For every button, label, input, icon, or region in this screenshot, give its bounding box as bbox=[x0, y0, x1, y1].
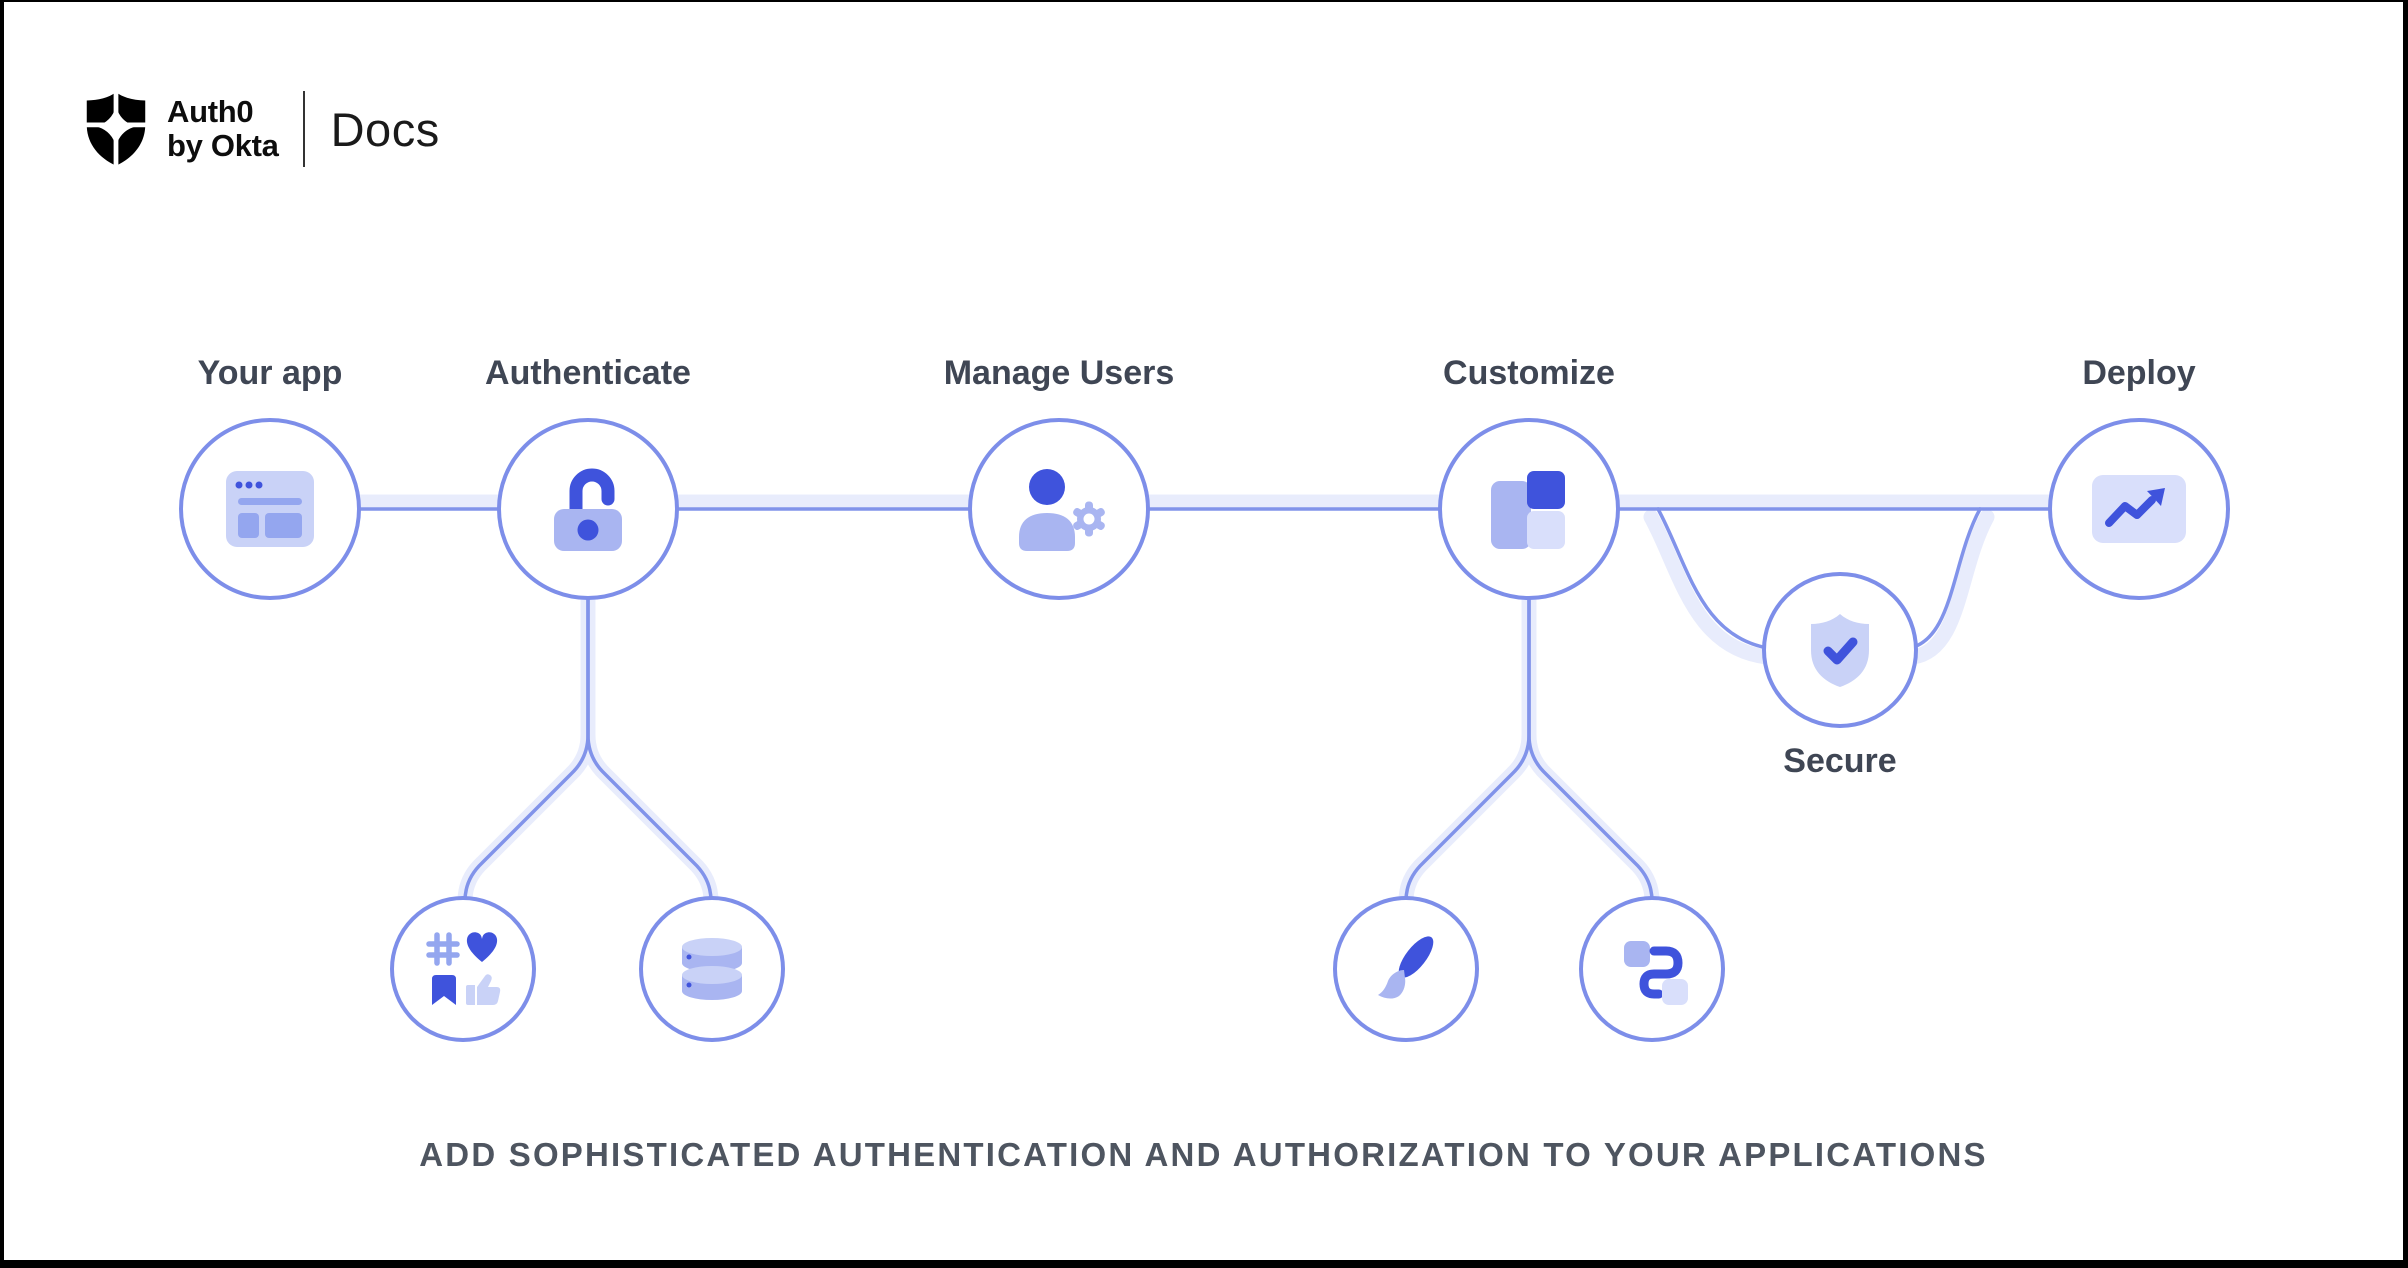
node-authenticate bbox=[497, 418, 679, 600]
page-tagline: ADD SOPHISTICATED AUTHENTICATION AND AUT… bbox=[419, 1136, 1988, 1173]
auth0-shield-icon[interactable] bbox=[82, 86, 150, 172]
auth0-wordmark[interactable]: Auth0 by Okta bbox=[167, 95, 279, 163]
social-engagement-icon bbox=[426, 932, 501, 1005]
shield-check-icon bbox=[1811, 614, 1869, 687]
node-label-secure: Secure bbox=[1783, 742, 1897, 780]
node-label-manage-users: Manage Users bbox=[943, 354, 1175, 392]
node-label-deploy: Deploy bbox=[2082, 354, 2196, 392]
database-icon bbox=[682, 938, 742, 1000]
layout-blocks-icon bbox=[1491, 471, 1565, 549]
subnode-social-login bbox=[390, 896, 536, 1042]
node-secure bbox=[1762, 572, 1918, 728]
browser-window-icon bbox=[226, 471, 314, 547]
user-gear-icon bbox=[1019, 469, 1105, 551]
node-label-authenticate: Authenticate bbox=[485, 354, 691, 392]
node-customize bbox=[1438, 418, 1620, 600]
brand-line-2: by Okta bbox=[167, 128, 279, 163]
brand-line-1: Auth0 bbox=[167, 94, 254, 129]
site-header: Auth0 by Okta Docs bbox=[82, 86, 440, 172]
open-lock-icon bbox=[554, 468, 622, 551]
node-your-app bbox=[179, 418, 361, 600]
header-divider bbox=[302, 91, 305, 167]
subnode-branding bbox=[1333, 896, 1479, 1042]
node-label-your-app: Your app bbox=[197, 354, 343, 392]
node-label-customize: Customize bbox=[1443, 354, 1615, 392]
node-manage-users bbox=[968, 418, 1150, 600]
subnode-database bbox=[639, 896, 785, 1042]
subnode-flows bbox=[1579, 896, 1725, 1042]
flow-path-icon bbox=[1624, 941, 1688, 1005]
node-deploy bbox=[2048, 418, 2230, 600]
trend-chart-icon bbox=[2092, 475, 2186, 543]
paintbrush-icon bbox=[1378, 936, 1434, 999]
product-title[interactable]: Docs bbox=[330, 102, 440, 156]
flow-connectors bbox=[262, 494, 2147, 909]
